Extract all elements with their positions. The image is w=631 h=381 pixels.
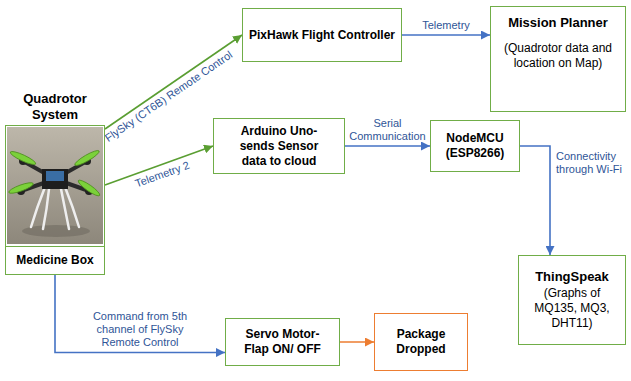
- connector: [402, 34, 490, 36]
- drone-body: [42, 169, 68, 189]
- edge-label: Command from 5th channel of FlySky Remot…: [84, 310, 196, 350]
- edge-label: FlySky (CT6B) Remote Control: [103, 48, 235, 145]
- edge-label: Serial Communication: [348, 117, 428, 143]
- node-heading: Quadrotor System: [0, 91, 110, 124]
- process-box: Arduino Uno- sends Sensor data to cloud: [213, 118, 345, 174]
- quadrotor-photo: [7, 127, 103, 244]
- connector: [345, 145, 430, 147]
- connector: [340, 341, 374, 343]
- process-box: Servo Motor- Flap ON/ OFF: [225, 318, 340, 366]
- node-text: Medicine Box: [6, 246, 104, 274]
- node-heading: Arduino Uno- sends Sensor data to cloud: [230, 124, 328, 169]
- process-box: NodeMCU(ESP8266): [430, 120, 520, 172]
- node-heading: ThingSpeak: [535, 269, 609, 285]
- connector: [105, 35, 242, 129]
- node-text: (ESP8266): [446, 146, 505, 161]
- node-heading: PixHawk Flight Controller: [249, 28, 395, 43]
- connector: [55, 275, 225, 353]
- process-box: ThingSpeak(Graphs of MQ135, MQ3, DHT11): [518, 255, 626, 345]
- edge-label: Telemetry: [406, 19, 486, 32]
- edge-label: Connectivity through Wi-Fi: [556, 150, 628, 176]
- process-box: PixHawk Flight Controller: [242, 8, 402, 62]
- process-box: Mission Planner (Quadrotor data and locat…: [490, 6, 626, 112]
- drone-legs: [31, 187, 79, 229]
- photo-ground: [7, 127, 103, 244]
- node-text: (Graphs of MQ135, MQ3, DHT11): [525, 286, 619, 331]
- flight-board: [46, 171, 64, 181]
- drone-propellers: [8, 148, 102, 198]
- node-heading: Mission Planner: [508, 15, 608, 31]
- node-text: (Quadrotor data and location on Map): [497, 41, 619, 71]
- quadrotor-box: Quadrotor SystemMedicine Box: [5, 125, 105, 275]
- result-box: Package Dropped: [374, 313, 468, 371]
- connector: [520, 146, 550, 255]
- edge-label: Telemetry 2: [133, 159, 191, 191]
- node-heading: Package Dropped: [381, 327, 461, 357]
- node-heading: Servo Motor- Flap ON/ OFF: [240, 327, 325, 357]
- node-heading: NodeMCU: [446, 131, 503, 146]
